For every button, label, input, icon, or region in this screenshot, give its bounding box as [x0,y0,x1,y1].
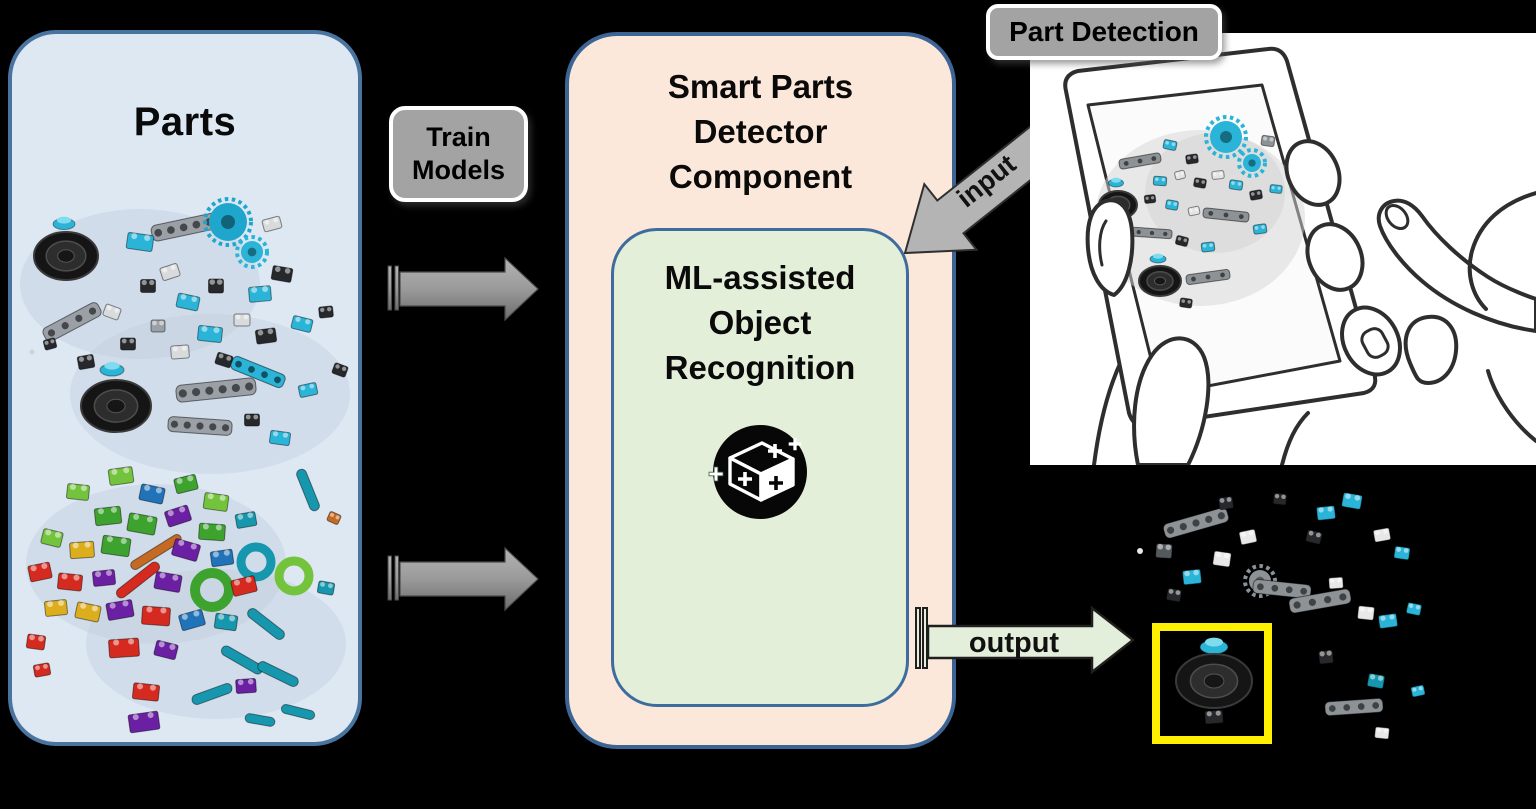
train-arrow-bottom [387,546,539,612]
detector-title-line2: Detector [693,113,828,150]
ml-title-line2: Object [708,304,812,341]
detection-result-illustration [1137,492,1426,744]
input-arrow: input [903,115,1071,255]
ml-title-line1: ML-assisted [664,259,856,296]
ml-panel-title: ML-assisted Object Recognition [614,255,906,390]
ml-object-recognition-panel: ML-assisted Object Recognition [611,228,909,707]
ml-title-line3: Recognition [664,349,856,386]
parts-panel-title: Parts [133,100,237,144]
colored-bricks-illustration [25,466,346,734]
output-arrow: output [915,605,1136,675]
detector-title-line1: Smart Parts [667,68,854,105]
train-models-badge: Train Models [389,106,528,202]
train-models-badge-line1: Train [426,122,491,152]
smart-parts-detector-panel: Smart Parts Detector Component ML-assist… [565,32,956,749]
detector-panel-title: Smart Parts Detector Component [569,64,952,199]
object-recognition-cube-icon [708,425,807,519]
output-arrow-label: output [969,627,1060,659]
phone-screen-parts [1095,115,1305,309]
phone-detection-illustration [1030,33,1536,465]
parts-panel: Parts [8,30,362,746]
detector-title-line3: Component [668,158,853,195]
part-detection-badge-label: Part Detection [1009,16,1199,47]
technic-parts-illustration [20,197,350,474]
train-arrow-top [387,256,539,322]
train-models-badge-line2: Models [411,155,505,185]
part-detection-badge: Part Detection [986,4,1222,60]
